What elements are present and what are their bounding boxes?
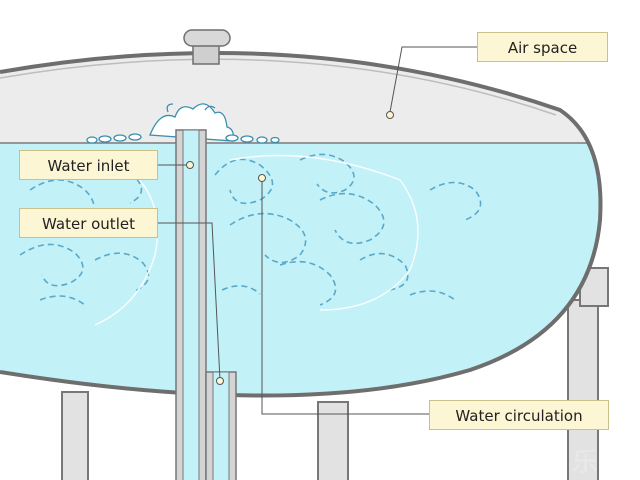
tank-outline: [0, 50, 603, 398]
water-inlet-label: Water inlet: [19, 150, 158, 180]
watermark: 乐: [572, 448, 599, 478]
leader-lines: [158, 46, 477, 415]
leader-dots: [186, 111, 394, 385]
vent-cap: [183, 29, 231, 65]
water-outlet-label: Water outlet: [19, 208, 158, 238]
air-space-label: Air space: [477, 32, 608, 62]
outlet-pipe: [205, 371, 237, 480]
water-circulation-label: Water circulation: [429, 400, 609, 430]
tank-legs: [61, 267, 609, 480]
inlet-pipe: [175, 129, 207, 480]
splash: [86, 103, 280, 144]
